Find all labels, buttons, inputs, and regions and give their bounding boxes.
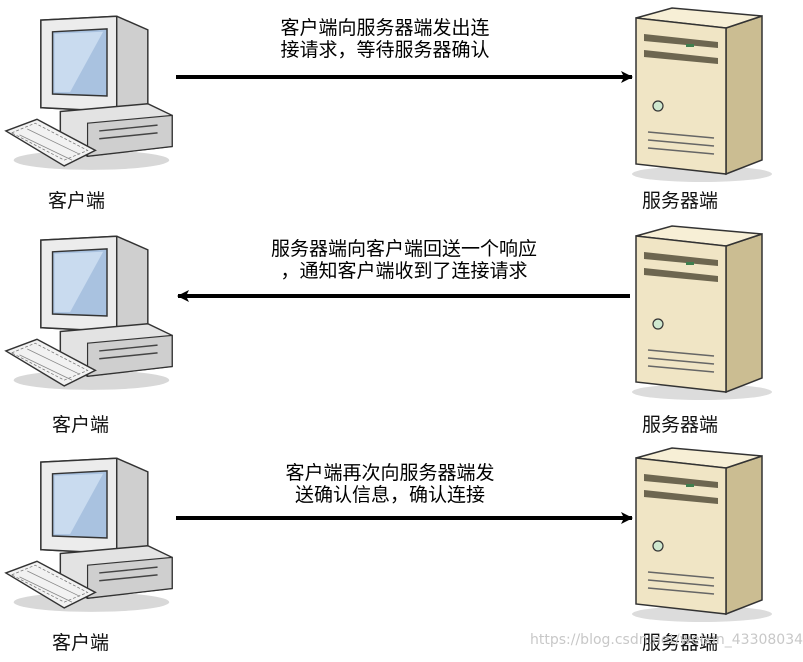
server-tower-icon — [631, 225, 773, 401]
server-label: 服务器端 — [642, 632, 719, 654]
step2-message: 服务器端向客户端回送一个响应 ，通知客户端收到了连接请求 — [238, 238, 570, 282]
step3-message-line1: 客户端再次向服务器端发 — [285, 462, 495, 484]
step1-message: 客户端向服务器端发出连 接请求，等待服务器确认 — [250, 17, 520, 61]
desktop-computer-icon — [5, 457, 173, 613]
step3-message-line2: 送确认信息，确认连接 — [294, 484, 485, 506]
step2-message-line2: ，通知客户端收到了连接请求 — [280, 260, 528, 282]
client-label: 客户端 — [52, 414, 110, 436]
step1-message-line2: 接请求，等待服务器确认 — [280, 39, 490, 61]
server-label: 服务器端 — [642, 190, 719, 212]
client-label: 客户端 — [52, 632, 110, 654]
step3-message: 客户端再次向服务器端发 送确认信息，确认连接 — [262, 462, 518, 506]
handshake-diagram: 客户端 客户端向服务器端发出连 接请求，等待服务器确认 服务器端 客户端 服务器… — [5, 7, 803, 654]
desktop-computer-icon — [5, 15, 173, 171]
step1-message-line1: 客户端向服务器端发出连 — [280, 17, 490, 39]
client-label: 客户端 — [48, 190, 106, 212]
step2-message-line1: 服务器端向客户端回送一个响应 — [270, 238, 537, 260]
server-label: 服务器端 — [642, 414, 719, 436]
server-tower-icon — [631, 447, 773, 623]
watermark: https://blog.csdn.net/weixin_43308034 — [530, 632, 803, 648]
arrows-layer — [176, 71, 633, 524]
server-tower-icon — [631, 7, 773, 183]
desktop-computer-icon — [5, 235, 173, 391]
